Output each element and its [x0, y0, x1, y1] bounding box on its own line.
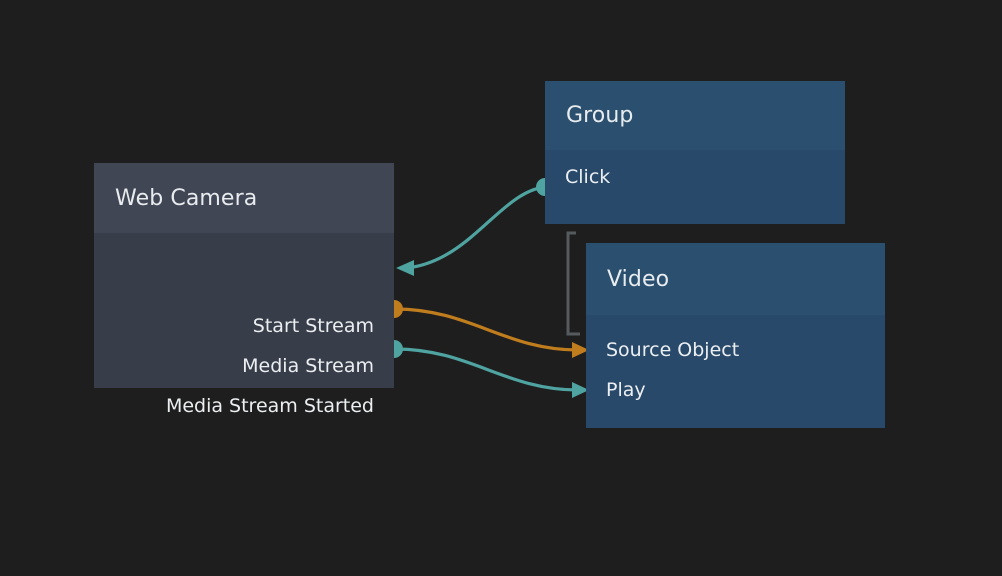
group-bracket-annotation [566, 231, 580, 336]
edge-media-stream-to-source-object [393, 307, 589, 358]
port-label-media-stream: Media Stream [242, 355, 374, 377]
node-video-title: Video [607, 266, 670, 292]
port-row-click[interactable]: Click [565, 164, 610, 190]
node-video[interactable]: Video Source Object Play [586, 243, 885, 428]
node-web-camera-title: Web Camera [115, 185, 258, 211]
port-label-media-stream-started: Media Stream Started [165, 395, 374, 417]
edge-media-started-to-play [393, 347, 589, 398]
port-row-media-stream[interactable]: Media Stream [242, 353, 374, 379]
node-web-camera[interactable]: Web Camera Start Stream Media Stream Med… [94, 163, 394, 417]
node-group-header[interactable]: Group [545, 81, 845, 150]
port-label-play: Play [606, 379, 646, 401]
node-web-camera-header[interactable]: Web Camera [94, 163, 394, 233]
node-group-title: Group [566, 103, 634, 128]
port-row-play[interactable]: Play [606, 377, 646, 403]
port-row-source-object[interactable]: Source Object [606, 337, 739, 363]
port-row-start-stream[interactable]: Start Stream [253, 313, 374, 339]
node-video-body: Source Object Play [586, 315, 885, 428]
node-web-camera-body: Start Stream Media Stream Media Stream S… [94, 233, 394, 417]
node-video-header[interactable]: Video [586, 243, 885, 315]
node-group-body: Click [545, 150, 845, 224]
port-label-start-stream: Start Stream [252, 315, 374, 337]
edge-click-to-start-stream [396, 185, 547, 276]
port-row-media-stream-started[interactable]: Media Stream Started [166, 393, 374, 419]
port-label-click: Click [565, 166, 611, 188]
port-label-source-object: Source Object [606, 339, 740, 361]
node-group[interactable]: Group Click [545, 81, 845, 224]
